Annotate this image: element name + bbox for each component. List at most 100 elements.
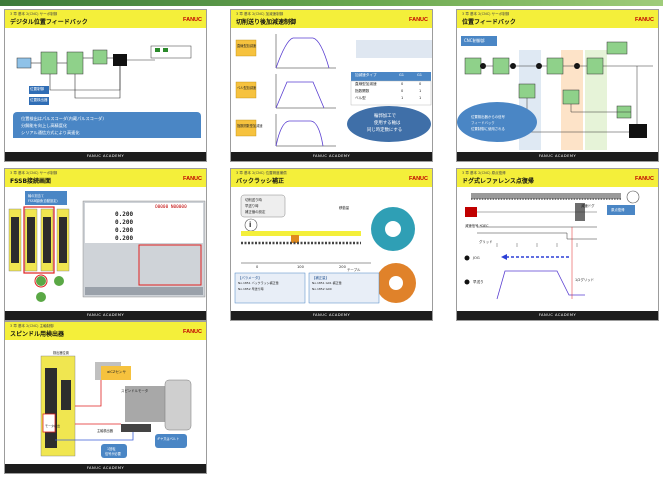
slide-title: スピンドル用検出器: [10, 331, 65, 338]
panel-1-line-2: No.1851 バックラッシ補正量: [238, 281, 279, 285]
feedback-block-diagram: [457, 36, 653, 150]
list-item-3: 補正値の設定: [245, 210, 266, 214]
label-exp-accel: 指数関数型加減速: [237, 124, 263, 128]
slide-thumbnail-4[interactable]: 3 章 基本 2(CNC) サーボ制御 FSSB接続画面 FANUC 軸の割当て…: [4, 168, 207, 321]
note-one-rev: 1回転: [107, 447, 116, 451]
table-row-3-b: 1: [419, 96, 422, 100]
label-decel-dog: 減速ドグ: [581, 204, 595, 208]
info-icon: i: [249, 221, 252, 229]
callout-line-2: フィードバック: [471, 121, 495, 125]
tag-reference-return: 原点復帰: [611, 208, 625, 212]
fanuc-logo: FANUC: [183, 17, 202, 23]
callout-line-3: 位置制御に使用される: [471, 127, 505, 131]
slide-footer: FANUC ACADEMY: [457, 152, 658, 161]
label-gear-belt: ギヤ又はベルト: [157, 437, 180, 441]
slide-title: デジタル位置フィードバック: [10, 19, 88, 26]
tag-cnc-controller: CNC制御部: [464, 38, 485, 43]
fanuc-logo: FANUC: [409, 17, 428, 23]
slide-footer: FANUC ACADEMY: [231, 311, 432, 320]
screen-value-2: 0.200: [115, 219, 134, 226]
screen-value-1: 0.200: [115, 211, 134, 218]
slide-header: [5, 322, 206, 340]
slide-header: [457, 169, 658, 187]
note-fssb-auto: FSSB接続(自動設定): [28, 199, 58, 203]
slide-breadcrumb: 3 章 基本 2(CNC) 原点復帰: [462, 171, 506, 175]
slide-footer: FANUC ACADEMY: [5, 464, 206, 473]
label-bell-accel: ベル型加減速: [237, 86, 257, 90]
table-row-1-a: 0: [401, 82, 404, 86]
label-position-control: 位置制御: [30, 87, 44, 91]
slide-breadcrumb: 3 章 基本 2(CNC) サーボ制御: [10, 171, 58, 175]
table-row-3-a: 1: [401, 96, 404, 100]
bubble-line-3: 同じ時定数にする: [367, 128, 403, 133]
slide-header: [231, 10, 432, 28]
slide-footer: FANUC ACADEMY: [5, 152, 206, 161]
table-row-3-type: ベル型: [355, 96, 366, 100]
fanuc-logo: FANUC: [409, 176, 428, 182]
list-item-2: 早送り時: [245, 204, 259, 208]
panel-1-line-3: No.1852 早送り時: [238, 287, 264, 291]
label-move-amount: 移動量: [339, 206, 350, 210]
panel-2-line-3: No.1852 G00: [312, 287, 332, 291]
screen-program-number: O0000 N00000: [155, 205, 187, 210]
axis-tick-200: 200: [339, 265, 346, 269]
slide-breadcrumb: 3 章 基本 2(CNC) 加減速制御: [236, 12, 284, 16]
label-table: テーブル: [347, 268, 361, 272]
label-spindle-detector: 主軸検出器: [97, 429, 113, 433]
label-spindle-motor: スピンドルモータ: [121, 389, 149, 393]
slide-header: [231, 169, 432, 187]
slide-thumbnail-2[interactable]: 3 章 基本 2(CNC) 加減速制御 切削送り後加減速制御 FANUC 直線型…: [230, 9, 433, 162]
label-rapid: 早送り: [473, 280, 484, 284]
label-jog: JOG: [473, 256, 480, 260]
note-signal-needed: 信号が必要: [105, 452, 121, 456]
slide-header: [457, 10, 658, 28]
slide-header: [5, 10, 206, 28]
fanuc-logo: FANUC: [183, 329, 202, 335]
fanuc-logo: FANUC: [183, 176, 202, 182]
slide-title: ドグ式レファレンス点復帰: [462, 178, 534, 185]
slide-thumbnail-1[interactable]: 3 章 基本 2(CNC) サーボ制御 デジタル位置フィードバック FANUC …: [4, 9, 207, 162]
note-axis-assign: 軸の割当て: [28, 194, 44, 198]
slide-title: バックラッシ補正: [236, 178, 285, 185]
axis-tick-100: 100: [297, 265, 304, 269]
slide-breadcrumb: 3 章 基本 2(CNC) 位置精度補償: [236, 171, 287, 175]
slide-thumbnail-6[interactable]: 3 章 基本 2(CNC) 原点復帰 ドグ式レファレンス点復帰 FANUC 減速…: [456, 168, 659, 321]
slide-thumbnail-7[interactable]: 3 章 基本 2(CNC) 主軸制御 スピンドル用検出器 FANUC 検出器位置…: [4, 321, 207, 474]
label-linear-accel: 直線型加減速: [237, 44, 257, 48]
table-row-2-a: 0: [401, 89, 404, 93]
callout-line-1: 位置検出器からの信号: [471, 115, 505, 119]
label-grid: グリッド: [479, 240, 493, 244]
callout-line-3: シリアル通信方式により高速化: [21, 130, 80, 135]
backlash-diagram: [234, 194, 416, 304]
slide-title: 切削送り後加減速制御: [236, 19, 297, 26]
servo-loop-diagram: [13, 45, 201, 138]
slide-breadcrumb: 3 章 基本 2(CNC) サーボ制御: [462, 12, 510, 16]
slide-footer: FANUC ACADEMY: [457, 311, 658, 320]
panel-2-line-2: No.1851 G01 補正量: [312, 281, 342, 285]
table-header-type: 加減速タイプ: [355, 73, 377, 77]
slide-breadcrumb: 3 章 基本 2(CNC) サーボ制御: [10, 12, 58, 16]
table-header-g1b: G1: [417, 73, 423, 77]
panel-2-line-1: 【補正量】: [312, 276, 329, 280]
acceleration-curves: [235, 34, 432, 147]
slide-thumbnail-5[interactable]: 3 章 基本 2(CNC) 位置精度補償 バックラッシ補正 FANUC 切削送り…: [230, 168, 433, 321]
reference-return-diagram: [464, 190, 640, 300]
label-half-grid: 1/2グリッド: [575, 278, 595, 282]
table-row-2-type: 指数関数: [355, 89, 370, 93]
axis-tick-0: 0: [256, 265, 259, 269]
fanuc-logo: FANUC: [635, 17, 654, 23]
slide-breadcrumb: 3 章 基本 2(CNC) 主軸制御: [10, 324, 54, 328]
spindle-detector-diagram: [40, 355, 192, 458]
label-motor-detect: モータ検出: [45, 424, 61, 428]
bubble-line-2: 使用する軸は: [374, 121, 401, 126]
label-detector-position: 検出器位置: [53, 351, 69, 355]
screen-value-3: 0.200: [115, 227, 134, 234]
table-row-2-b: 1: [419, 89, 422, 93]
slide-footer: FANUC ACADEMY: [231, 152, 432, 161]
screen-value-4: 0.200: [115, 235, 134, 242]
slide-title: 位置フィードバック: [462, 19, 516, 26]
table-row-1-type: 直線型加減速: [355, 82, 377, 86]
slide-title: FSSB接続画面: [10, 178, 52, 185]
slide-header: [5, 169, 206, 187]
slide-thumbnail-3[interactable]: 3 章 基本 2(CNC) サーボ制御 位置フィードバック FANUC CNC制…: [456, 9, 659, 162]
